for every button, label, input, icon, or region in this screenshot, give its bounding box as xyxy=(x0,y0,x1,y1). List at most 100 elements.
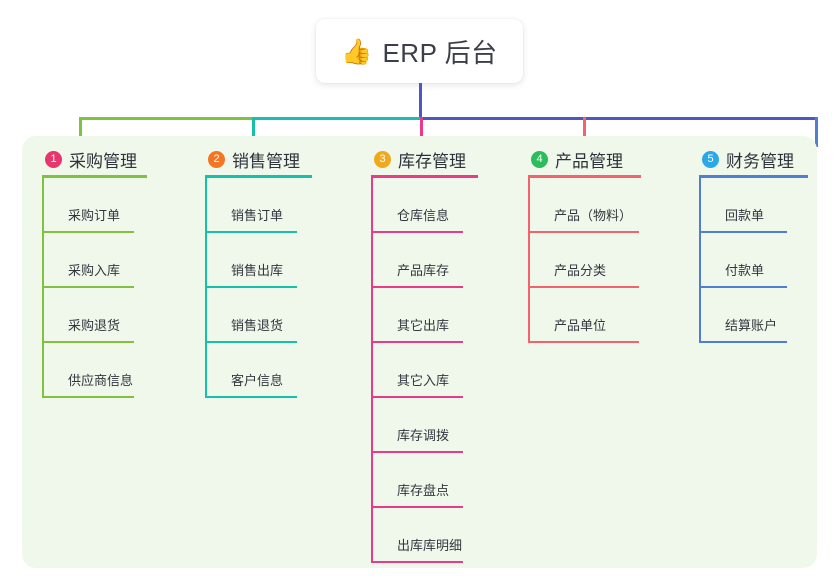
leaf-item[interactable]: 采购入库 xyxy=(42,233,147,288)
connector-drop-2 xyxy=(252,117,255,147)
leaf-item-rule xyxy=(699,341,787,343)
leaf-item[interactable]: 产品单位 xyxy=(528,288,641,343)
branch-rule-4 xyxy=(528,175,641,178)
branch-badge-5: 5 xyxy=(702,150,719,168)
leaf-item[interactable]: 销售订单 xyxy=(205,178,312,233)
branch-spine-2 xyxy=(205,178,207,398)
leaf-item-label: 采购订单 xyxy=(68,208,121,223)
root-node-content: 👍 ERP 后台 xyxy=(341,33,497,70)
leaf-item-rule xyxy=(42,396,134,398)
leaf-item-label: 供应商信息 xyxy=(68,373,134,388)
leaf-item-rule xyxy=(205,341,297,343)
leaf-item-rule xyxy=(42,231,134,233)
leaf-item-rule xyxy=(205,396,297,398)
branch-items-4: 产品（物料） 产品分类产品单位 xyxy=(528,178,641,343)
branch-5: 5 财务管理回款单付款单结算账户 xyxy=(699,146,808,343)
leaf-item-rule xyxy=(205,231,297,233)
leaf-item-label: 采购退货 xyxy=(68,318,121,333)
branch-items-2: 销售订单销售出库销售退货客户信息 xyxy=(205,178,312,398)
branch-rule-2 xyxy=(205,175,312,178)
connector-drop-3 xyxy=(420,117,423,147)
connector-drop-5 xyxy=(815,117,818,147)
leaf-item-label: 库存调拨 xyxy=(397,428,450,443)
branch-badge-4: 4 xyxy=(531,150,548,168)
leaf-item[interactable]: 销售退货 xyxy=(205,288,312,343)
leaf-item[interactable]: 产品库存 xyxy=(371,233,478,288)
leaf-item-label: 产品库存 xyxy=(397,263,450,278)
connector-drop-4 xyxy=(583,117,586,147)
leaf-item[interactable]: 采购订单 xyxy=(42,178,147,233)
leaf-item[interactable]: 供应商信息 xyxy=(42,343,147,398)
branch-rule-5 xyxy=(699,175,808,178)
branch-4: 4 产品管理产品（物料） 产品分类产品单位 xyxy=(528,146,641,343)
branch-rule-3 xyxy=(371,175,478,178)
root-node-title: ERP 后台 xyxy=(382,37,498,68)
leaf-item[interactable]: 产品（物料） xyxy=(528,178,641,233)
branch-spine-3 xyxy=(371,178,373,563)
leaf-item[interactable]: 其它入库 xyxy=(371,343,478,398)
branch-items-3: 仓库信息产品库存其它出库其它入库库存调拨库存盘点出库库明细 xyxy=(371,178,478,563)
leaf-item-rule xyxy=(528,341,639,343)
leaf-item[interactable]: 出库库明细 xyxy=(371,508,478,563)
branch-items-1: 采购订单采购入库采购退货供应商信息 xyxy=(42,178,147,398)
leaf-item-label: 其它入库 xyxy=(397,373,450,388)
leaf-item-rule xyxy=(42,286,134,288)
leaf-item-label: 产品单位 xyxy=(554,318,607,333)
leaf-item-label: 销售退货 xyxy=(231,318,284,333)
leaf-item-label: 其它出库 xyxy=(397,318,450,333)
leaf-item-rule xyxy=(528,231,639,233)
leaf-item-rule xyxy=(699,286,787,288)
leaf-item-rule xyxy=(371,286,463,288)
leaf-item-rule xyxy=(371,451,463,453)
leaf-item-rule xyxy=(205,286,297,288)
branch-header-4[interactable]: 4 产品管理 xyxy=(528,146,641,172)
branch-title-5: 财务管理 xyxy=(726,151,794,171)
leaf-item-rule xyxy=(699,231,787,233)
connector-segment-1 xyxy=(79,117,252,120)
branch-spine-5 xyxy=(699,178,701,343)
branch-title-4: 产品管理 xyxy=(555,151,623,171)
leaf-item-rule xyxy=(42,341,134,343)
leaf-item-rule xyxy=(371,396,463,398)
leaf-item-label: 出库库明细 xyxy=(397,538,463,553)
leaf-item[interactable]: 销售出库 xyxy=(205,233,312,288)
leaf-item[interactable]: 仓库信息 xyxy=(371,178,478,233)
branch-items-5: 回款单付款单结算账户 xyxy=(699,178,808,343)
leaf-item-label: 付款单 xyxy=(725,263,765,278)
connector-drop-1 xyxy=(79,117,82,147)
leaf-item-rule xyxy=(371,231,463,233)
leaf-item[interactable]: 结算账户 xyxy=(699,288,808,343)
branch-badge-1: 1 xyxy=(45,150,62,168)
leaf-item[interactable]: 采购退货 xyxy=(42,288,147,343)
branch-badge-3: 3 xyxy=(374,150,391,168)
leaf-item-label: 产品（物料） xyxy=(554,208,633,223)
branch-spine-4 xyxy=(528,178,530,343)
leaf-item-label: 回款单 xyxy=(725,208,765,223)
leaf-item-label: 产品分类 xyxy=(554,263,607,278)
leaf-item[interactable]: 产品分类 xyxy=(528,233,641,288)
connector-segment-3 xyxy=(420,117,818,120)
leaf-item[interactable]: 库存调拨 xyxy=(371,398,478,453)
leaf-item-rule xyxy=(371,341,463,343)
leaf-item[interactable]: 回款单 xyxy=(699,178,808,233)
branch-rule-1 xyxy=(42,175,147,178)
leaf-item[interactable]: 付款单 xyxy=(699,233,808,288)
connector-segment-2 xyxy=(252,117,420,120)
leaf-item-label: 库存盘点 xyxy=(397,483,450,498)
leaf-item-label: 销售出库 xyxy=(231,263,284,278)
leaf-item[interactable]: 库存盘点 xyxy=(371,453,478,508)
leaf-item[interactable]: 其它出库 xyxy=(371,288,478,343)
diagram-canvas-panel xyxy=(22,136,817,568)
branch-badge-2: 2 xyxy=(208,150,225,168)
root-node-card[interactable]: 👍 ERP 后台 xyxy=(316,19,523,83)
leaf-item-label: 采购入库 xyxy=(68,263,121,278)
branch-header-5[interactable]: 5 财务管理 xyxy=(699,146,808,172)
leaf-item-label: 客户信息 xyxy=(231,373,284,388)
root-stem-connector xyxy=(419,83,422,118)
leaf-item[interactable]: 客户信息 xyxy=(205,343,312,398)
